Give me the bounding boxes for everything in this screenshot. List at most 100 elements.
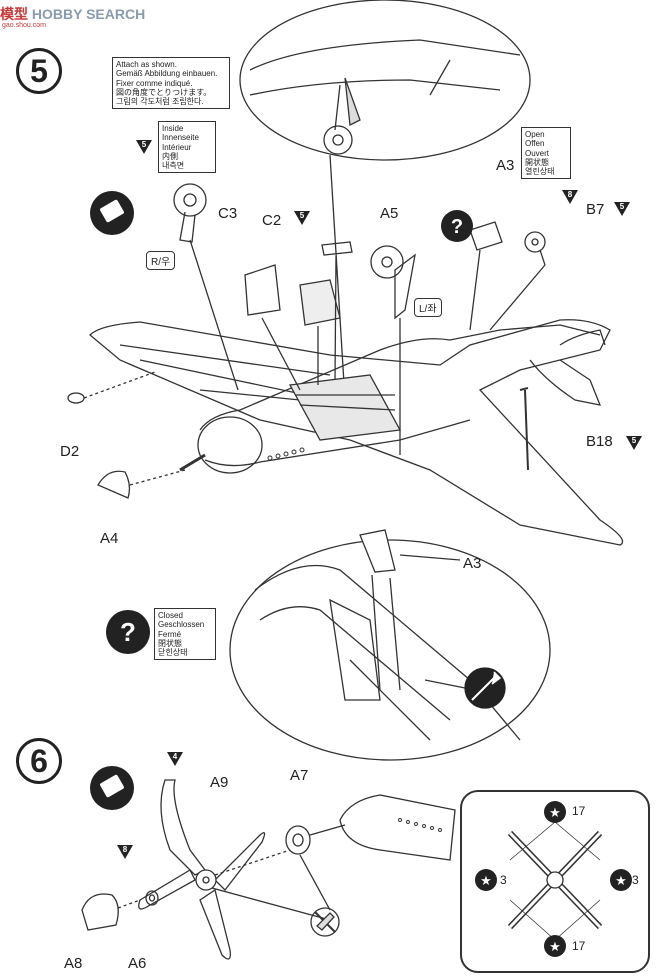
- part-label-d2: D2: [60, 443, 80, 460]
- a6-part: [145, 890, 159, 906]
- note-line: Ouvert: [525, 148, 550, 158]
- part-label-c3: C3: [218, 205, 238, 222]
- tag-left: L/좌: [414, 298, 442, 317]
- note-line: Fixer comme indiqué.: [116, 78, 193, 88]
- help-icon-step5: [441, 210, 473, 242]
- color-tri-blade-b: 8: [117, 845, 133, 859]
- note-line: Attach as shown.: [116, 60, 177, 69]
- part-label-b18: B18: [586, 433, 613, 450]
- cockpit-detail-circle: [229, 539, 551, 761]
- part-label-c2: C2: [262, 212, 282, 229]
- note-line: Gemäß Abbildung einbauen.: [116, 69, 218, 79]
- d2-part: [67, 392, 85, 404]
- color-tri-blade-a: 4: [167, 752, 183, 766]
- note-line: Intérieur: [162, 142, 192, 152]
- prop-hub: [195, 869, 217, 891]
- color-tri-inside: 5: [136, 140, 152, 154]
- step-6-number: 6: [16, 738, 62, 784]
- tag-right: R/우: [146, 251, 176, 270]
- engine-nose: [339, 794, 456, 861]
- part-label-a5: A5: [380, 205, 399, 222]
- a7-part: [285, 825, 311, 855]
- part-label-a3: A3: [496, 157, 515, 174]
- c2-panel: [299, 279, 341, 326]
- note-line: Closed: [158, 611, 183, 620]
- color-tri-value: 5: [299, 211, 305, 220]
- inset-color-bottom: 17: [572, 939, 586, 953]
- svg-text:?: ?: [120, 617, 136, 647]
- a3-door: [469, 221, 503, 251]
- color-tri-value: 8: [122, 845, 128, 854]
- note-line: 닫힌상태: [158, 648, 188, 658]
- color-tri-value: 4: [172, 752, 178, 761]
- part-label-a4: A4: [100, 530, 119, 547]
- part-label-a7: A7: [290, 767, 309, 784]
- landing-gear-detail-circle: [239, 0, 531, 161]
- a4-part: [97, 470, 131, 499]
- note-inside: Inside Innenseite Intérieur 内側 내측면: [158, 121, 216, 174]
- blade-a: [160, 779, 206, 876]
- inset-propeller: [507, 821, 603, 941]
- no-glue-icon: [310, 907, 340, 937]
- color-tri-value: 8: [567, 190, 573, 199]
- a8-part: [81, 893, 119, 931]
- note-line: 内側: [162, 151, 178, 161]
- note-line: Open: [525, 130, 545, 139]
- part-label-a9: A9: [210, 774, 229, 791]
- left-gear-wheel: [370, 245, 404, 279]
- blade-d: [138, 869, 196, 910]
- propeller-marking-inset: [460, 790, 650, 973]
- b7-wheel: [524, 231, 546, 253]
- part-label-a3-inset: A3: [463, 555, 482, 572]
- star-marking-icon: [475, 801, 632, 957]
- watermark: 模型 HOBBY SEARCH gao.shou.com: [0, 4, 146, 29]
- part-label-a6: A6: [128, 955, 147, 972]
- step-5-number: 5: [16, 48, 62, 94]
- note-line: 그림의 각도처럼 조립한다.: [116, 97, 204, 107]
- a5-part: [321, 241, 353, 256]
- color-tri-value: 5: [141, 140, 147, 149]
- svg-text:★: ★: [615, 874, 627, 889]
- nose-cowling: [197, 416, 263, 474]
- note-line: 図の角度でとりつけます。: [116, 87, 212, 97]
- blade-c: [199, 888, 231, 960]
- svg-text:★: ★: [549, 940, 561, 955]
- watermark-url: gao.shou.com: [2, 22, 46, 29]
- note-line: Offen: [525, 139, 545, 149]
- note-line: Innenseite: [162, 133, 199, 143]
- part-label-a8: A8: [64, 955, 83, 972]
- svg-text:★: ★: [549, 806, 561, 821]
- note-line: 내측면: [162, 161, 185, 171]
- inset-color-left: 3: [500, 873, 507, 887]
- color-tri-b7b: 5: [614, 202, 630, 216]
- color-tri-value: 5: [619, 202, 625, 211]
- note-attach-as-shown: Attach as shown. Gemäß Abbildung einbaue…: [112, 57, 230, 110]
- color-tri-b7a: 8: [562, 190, 578, 204]
- svg-text:★: ★: [480, 874, 492, 889]
- color-tri-value: 5: [631, 436, 637, 445]
- note-open: Open Offen Ouvert 開状態 열린상태: [521, 127, 571, 180]
- note-line: Geschlossen: [158, 620, 205, 630]
- note-line: 열린상태: [525, 167, 555, 177]
- color-tri-c2: 5: [294, 211, 310, 225]
- c3-door: [244, 264, 281, 316]
- note-line: Inside: [162, 124, 184, 133]
- help-icon-closed: [106, 610, 150, 654]
- note-closed: Closed Geschlossen Fermé 閉状態 닫힌상태: [154, 608, 216, 661]
- note-line: 開状態: [525, 157, 549, 167]
- watermark-brand-b: HOBBY SEARCH: [31, 6, 146, 22]
- a3-inset-door: [359, 529, 396, 573]
- part-label-b7: B7: [586, 201, 605, 218]
- inset-color-right: 3: [632, 873, 639, 887]
- note-line: 閉状態: [158, 638, 182, 648]
- note-line: Fermé: [158, 629, 182, 639]
- detail-wheel: [323, 125, 353, 155]
- wing-outline: [89, 319, 624, 546]
- color-tri-b18: 5: [626, 436, 642, 450]
- svg-text:?: ?: [451, 216, 463, 238]
- watermark-brand-a: 模型: [0, 6, 28, 22]
- inset-color-top: 17: [572, 804, 586, 818]
- wheel-part: [173, 183, 207, 217]
- blade-b: [214, 832, 266, 891]
